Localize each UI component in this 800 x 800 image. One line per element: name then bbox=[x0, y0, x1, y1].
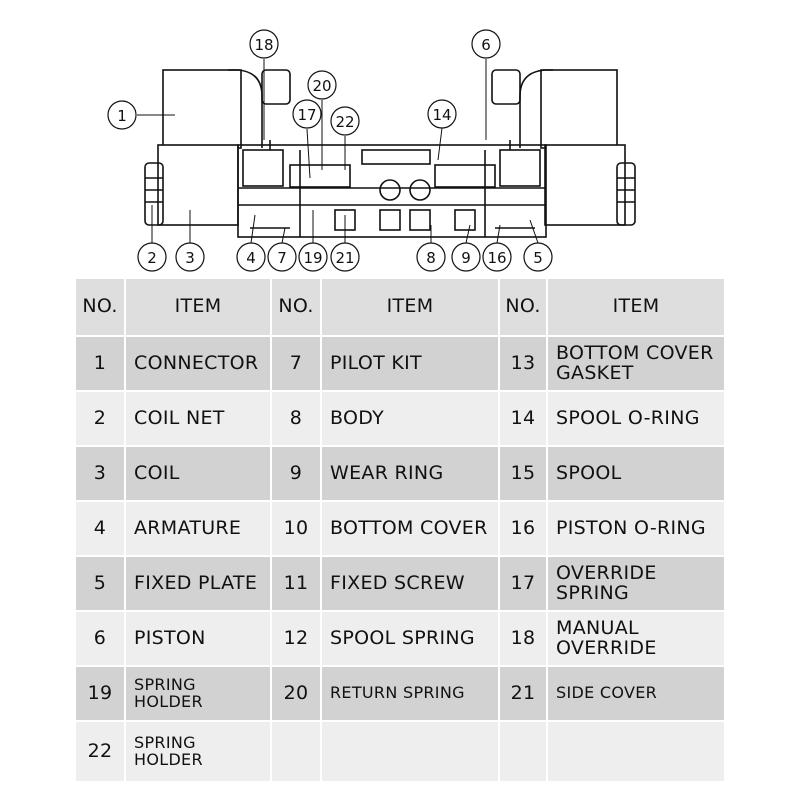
valve-drawing bbox=[144, 69, 636, 238]
svg-text:14: 14 bbox=[432, 106, 451, 124]
row-3-no-2: 9 bbox=[272, 447, 320, 500]
svg-text:6: 6 bbox=[481, 36, 491, 54]
row-2-item-2: BODY bbox=[322, 392, 498, 445]
header-no-1: NO. bbox=[76, 279, 124, 335]
row-4-no-2: 10 bbox=[272, 502, 320, 555]
svg-text:2: 2 bbox=[147, 249, 157, 267]
row-3-item-2: WEAR RING bbox=[322, 447, 498, 500]
row-2-no-2: 8 bbox=[272, 392, 320, 445]
row-3-no-3: 15 bbox=[500, 447, 546, 500]
row-7-no-2: 20 bbox=[272, 667, 320, 720]
svg-text:17: 17 bbox=[297, 106, 316, 124]
svg-text:21: 21 bbox=[335, 249, 354, 267]
row-6-item-1: PISTON bbox=[126, 612, 270, 665]
row-6-no-1: 6 bbox=[76, 612, 124, 665]
callout-8: 8 bbox=[416, 242, 446, 272]
svg-text:18: 18 bbox=[254, 36, 273, 54]
svg-text:1: 1 bbox=[117, 107, 127, 125]
svg-text:3: 3 bbox=[185, 249, 195, 267]
callout-7: 7 bbox=[267, 242, 297, 272]
valve-diagram: 1 2 3 4 5 6 7 8 9 14 16 17 18 19 20 21 2… bbox=[107, 29, 636, 272]
callout-leaders bbox=[137, 59, 539, 244]
row-4-item-3: PISTON O-RING bbox=[548, 502, 724, 555]
row-6-no-3: 18 bbox=[500, 612, 546, 665]
row-1-item-1: CONNECTOR bbox=[126, 337, 270, 390]
svg-text:19: 19 bbox=[303, 249, 322, 267]
svg-text:8: 8 bbox=[426, 249, 436, 267]
header-no-3: NO. bbox=[500, 279, 546, 335]
svg-text:4: 4 bbox=[246, 249, 256, 267]
svg-text:20: 20 bbox=[312, 77, 331, 95]
row-2-no-1: 2 bbox=[76, 392, 124, 445]
callout-2: 2 bbox=[137, 242, 167, 272]
row-7-no-3: 21 bbox=[500, 667, 546, 720]
callout-16: 16 bbox=[482, 242, 512, 272]
row-1-no-2: 7 bbox=[272, 337, 320, 390]
row-8-item-1: SPRING HOLDER bbox=[126, 722, 270, 781]
callout-17: 17 bbox=[292, 99, 322, 129]
svg-text:9: 9 bbox=[461, 249, 471, 267]
callout-5: 5 bbox=[523, 242, 553, 272]
row-5-item-2: FIXED SCREW bbox=[322, 557, 498, 610]
row-1-item-2: PILOT KIT bbox=[322, 337, 498, 390]
row-6-item-3: MANUAL OVERRIDE bbox=[548, 612, 724, 665]
row-4-no-3: 16 bbox=[500, 502, 546, 555]
row-1-no-3: 13 bbox=[500, 337, 546, 390]
row-5-item-3: OVERRIDE SPRING bbox=[548, 557, 724, 610]
row-5-no-3: 17 bbox=[500, 557, 546, 610]
row-7-item-3: SIDE COVER bbox=[548, 667, 724, 720]
row-6-item-2: SPOOL SPRING bbox=[322, 612, 498, 665]
svg-text:5: 5 bbox=[533, 249, 543, 267]
callout-9: 9 bbox=[451, 242, 481, 272]
header-item-1: ITEM bbox=[126, 279, 270, 335]
row-8-no-2 bbox=[272, 722, 320, 781]
callout-4: 4 bbox=[236, 242, 266, 272]
row-7-item-2: RETURN SPRING bbox=[322, 667, 498, 720]
row-2-item-3: SPOOL O-RING bbox=[548, 392, 724, 445]
row-1-no-1: 1 bbox=[76, 337, 124, 390]
header-item-3: ITEM bbox=[548, 279, 724, 335]
row-2-no-3: 14 bbox=[500, 392, 546, 445]
row-8-item-2 bbox=[322, 722, 498, 781]
row-5-item-1: FIXED PLATE bbox=[126, 557, 270, 610]
row-2-item-1: COIL NET bbox=[126, 392, 270, 445]
row-8-no-1: 22 bbox=[76, 722, 124, 781]
callout-20: 20 bbox=[307, 70, 337, 100]
row-5-no-2: 11 bbox=[272, 557, 320, 610]
row-8-item-3 bbox=[548, 722, 724, 781]
header-no-2: NO. bbox=[272, 279, 320, 335]
callout-18: 18 bbox=[249, 29, 279, 59]
row-4-no-1: 4 bbox=[76, 502, 124, 555]
row-6-no-2: 12 bbox=[272, 612, 320, 665]
callout-14: 14 bbox=[427, 99, 457, 129]
callout-1: 1 bbox=[107, 100, 137, 130]
row-1-item-3: BOTTOM COVER GASKET bbox=[548, 337, 724, 390]
row-8-no-3 bbox=[500, 722, 546, 781]
row-4-item-2: BOTTOM COVER bbox=[322, 502, 498, 555]
callout-21: 21 bbox=[330, 242, 360, 272]
svg-text:16: 16 bbox=[487, 249, 506, 267]
row-3-no-1: 3 bbox=[76, 447, 124, 500]
svg-text:7: 7 bbox=[277, 249, 287, 267]
header-item-2: ITEM bbox=[322, 279, 498, 335]
row-7-item-1: SPRING HOLDER bbox=[126, 667, 270, 720]
row-4-item-1: ARMATURE bbox=[126, 502, 270, 555]
callout-19: 19 bbox=[298, 242, 328, 272]
parts-table: NO. ITEM NO. ITEM NO. ITEM 1 CONNECTOR 7… bbox=[76, 279, 724, 781]
callout-22: 22 bbox=[330, 106, 360, 136]
row-3-item-1: COIL bbox=[126, 447, 270, 500]
row-5-no-1: 5 bbox=[76, 557, 124, 610]
callout-6: 6 bbox=[471, 29, 501, 59]
row-3-item-3: SPOOL bbox=[548, 447, 724, 500]
callout-3: 3 bbox=[175, 242, 205, 272]
svg-text:22: 22 bbox=[335, 113, 354, 131]
row-7-no-1: 19 bbox=[76, 667, 124, 720]
